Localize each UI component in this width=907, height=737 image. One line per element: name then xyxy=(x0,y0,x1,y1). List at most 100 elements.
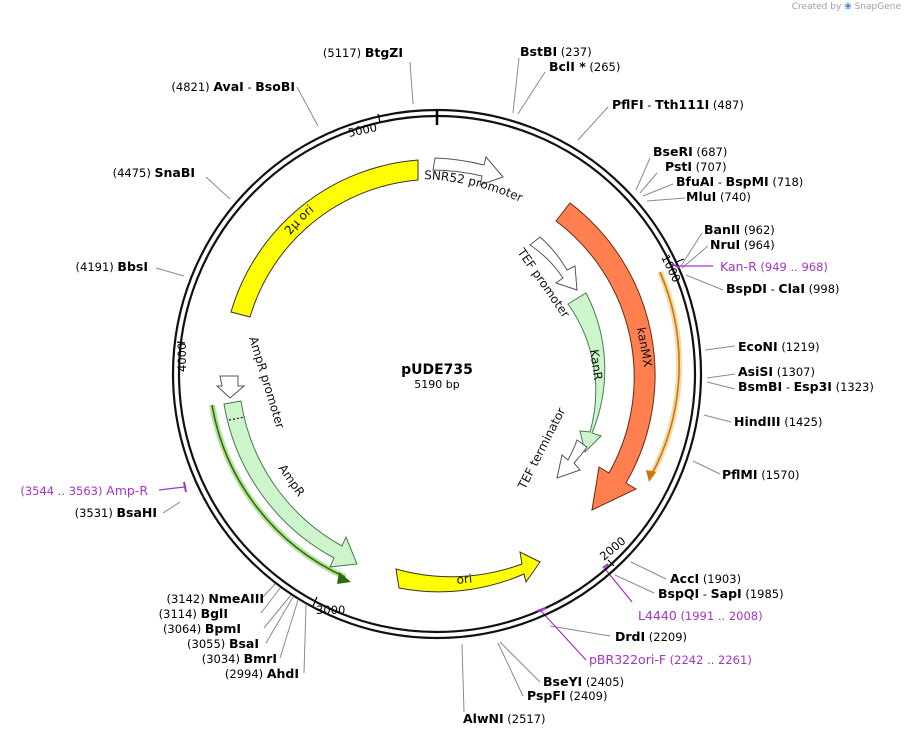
primer-label-amp-r[interactable]: (3544 .. 3563) Amp-R xyxy=(20,483,148,498)
snapgene-credit: Created by ❀ SnapGene xyxy=(792,2,901,12)
site-label-acci[interactable]: AccI (1903) xyxy=(670,571,741,586)
site-label-bbsi[interactable]: (4191) BbsI xyxy=(76,259,148,274)
leader-bmri xyxy=(279,599,299,659)
leader-drdi xyxy=(549,625,611,637)
leader-amp-r xyxy=(158,486,185,491)
feature-ampr-promoter-arrow[interactable] xyxy=(215,375,246,399)
site-label-nmeaiii[interactable]: (3142) NmeAIII xyxy=(167,591,265,606)
site-label-ahdi[interactable]: (2994) AhdI xyxy=(225,666,299,681)
primer-mark-amp-r xyxy=(183,481,187,493)
leader-nmeaiii xyxy=(261,582,277,599)
leader-pspfi xyxy=(497,642,524,697)
leader-bsai xyxy=(265,596,294,644)
tick-4000 xyxy=(176,341,186,344)
leader-bseyi xyxy=(499,641,541,683)
feature-tef-promoter-arrow[interactable] xyxy=(529,236,578,291)
feature-tef-terminator-arrow[interactable] xyxy=(556,439,588,479)
primer-kan-r-strand-core xyxy=(650,271,680,477)
site-label-bseyi[interactable]: BseYI (2405) xyxy=(543,674,624,689)
leader-bseri xyxy=(635,157,651,191)
tick-1000 xyxy=(675,258,685,263)
primer-amp-r-strand-core xyxy=(211,404,346,578)
leader-asisi xyxy=(706,373,736,379)
feature-label-ori: ori xyxy=(456,571,473,587)
site-label-bcli[interactable]: BclI * (265) xyxy=(549,59,620,74)
leader-bpmi xyxy=(263,594,292,629)
site-label-pspfi[interactable]: PspFI (2409) xyxy=(527,688,607,703)
leader-pflfi xyxy=(577,106,609,141)
tick-label-3000: 3000 xyxy=(316,603,345,617)
leader-l4440 xyxy=(605,569,633,603)
site-label-hindiii[interactable]: HindIII (1425) xyxy=(734,414,822,429)
primer-mark-l4440 xyxy=(602,563,609,569)
site-label-banii[interactable]: BanII (962) xyxy=(704,222,775,237)
plasmid-length: 5190 bp xyxy=(414,378,459,391)
feature-2mu-ori-arrow[interactable] xyxy=(230,159,419,318)
feature-ori-arrow[interactable] xyxy=(395,551,541,593)
primer-amp-r-arrowhead xyxy=(337,572,351,584)
site-label-drdi[interactable]: DrdI (2209) xyxy=(615,629,687,644)
leader-acci xyxy=(630,561,667,580)
tick-5000 xyxy=(377,113,381,123)
site-label-bsahi[interactable]: (3531) BsaHI xyxy=(75,505,157,520)
site-label-bsmbi[interactable]: BsmBI - Esp3I (1323) xyxy=(738,379,874,394)
site-label-bpmi[interactable]: (3064) BpmI xyxy=(163,621,241,636)
ring-ticks xyxy=(176,113,685,607)
feature-label-kanr: KanR xyxy=(587,348,605,381)
site-label-snabi[interactable]: (4475) SnaBI xyxy=(113,165,195,180)
primer-mark-kan-r xyxy=(671,263,681,269)
site-label-bseri[interactable]: BseRI (687) xyxy=(653,144,727,159)
site-label-btgzi[interactable]: (5117) BtgZI xyxy=(323,45,403,60)
site-label-pflfi[interactable]: PflFI - Tth111I (487) xyxy=(612,97,744,112)
leader-bgli xyxy=(260,586,282,614)
feature-label-tef-terminator: TEF terminator xyxy=(515,405,569,492)
primer-leaders xyxy=(158,265,713,661)
primer-label-kan-r[interactable]: Kan-R (949 .. 968) xyxy=(720,259,828,274)
leader-avai xyxy=(296,86,319,127)
leader-psti xyxy=(639,172,658,194)
site-label-nrui[interactable]: NruI (964) xyxy=(710,237,775,252)
primer-mark-pbr322ori-f xyxy=(536,607,547,612)
plasmid-name: pUDE735 xyxy=(401,362,473,378)
site-label-psti[interactable]: PstI (707) xyxy=(665,159,727,174)
site-label-alwni[interactable]: AlwNI (2517) xyxy=(463,711,546,726)
site-label-bfuai[interactable]: BfuAI - BspMI (718) xyxy=(676,174,803,189)
site-label-bspqi[interactable]: BspQI - SapI (1985) xyxy=(658,586,784,601)
feature-kanr-arrow[interactable] xyxy=(567,292,606,453)
leader-snabi xyxy=(205,176,231,200)
leader-bspdi xyxy=(685,274,724,291)
site-label-bspdi[interactable]: BspDI - ClaI (998) xyxy=(726,281,840,296)
site-label-bsai[interactable]: (3055) BsaI xyxy=(187,636,259,651)
tick-3000 xyxy=(312,596,318,607)
site-label-econi[interactable]: EcoNI (1219) xyxy=(738,339,820,354)
site-label-bgli[interactable]: (3114) BglI xyxy=(159,606,228,621)
leader-ahdi xyxy=(303,604,307,674)
site-label-bstbi[interactable]: BstBI (237) xyxy=(520,44,592,59)
feature-ampr-arrow[interactable] xyxy=(223,400,358,568)
leader-bspqi xyxy=(614,574,655,594)
leader-alwni xyxy=(461,643,465,713)
leader-bsahi xyxy=(162,501,181,514)
leader-pbr322ori-f xyxy=(540,610,587,661)
leader-hindiii xyxy=(703,414,732,423)
leader-bcli xyxy=(517,71,546,115)
feature-snr52-promoter-arrow[interactable] xyxy=(432,155,504,186)
leader-pflmi xyxy=(692,460,721,475)
feature-kanmx-arrow[interactable] xyxy=(555,202,656,511)
credit-prefix: Created by xyxy=(791,2,842,12)
site-label-bmri[interactable]: (3034) BmrI xyxy=(202,651,277,666)
site-label-asisi[interactable]: AsiSI (1307) xyxy=(738,364,815,379)
feature-label-kanmx: kanMX xyxy=(634,326,655,368)
leader-bstbi xyxy=(512,57,520,114)
primer-label-l4440[interactable]: L4440 (1991 .. 2008) xyxy=(638,608,763,623)
site-label-mlui[interactable]: MluI (740) xyxy=(686,189,751,204)
leader-banii xyxy=(680,232,703,267)
tick-label-2000: 2000 xyxy=(597,534,628,564)
site-label-pflmi[interactable]: PflMI (1570) xyxy=(722,467,799,482)
primer-label-pbr322ori-f[interactable]: pBR322ori-F (2242 .. 2261) xyxy=(589,652,752,667)
site-label-avai[interactable]: (4821) AvaI - BsoBI xyxy=(171,79,295,94)
snapgene-logo-icon: ❀ xyxy=(844,2,852,12)
leader-econi xyxy=(704,345,736,351)
tick-2000 xyxy=(607,559,615,567)
